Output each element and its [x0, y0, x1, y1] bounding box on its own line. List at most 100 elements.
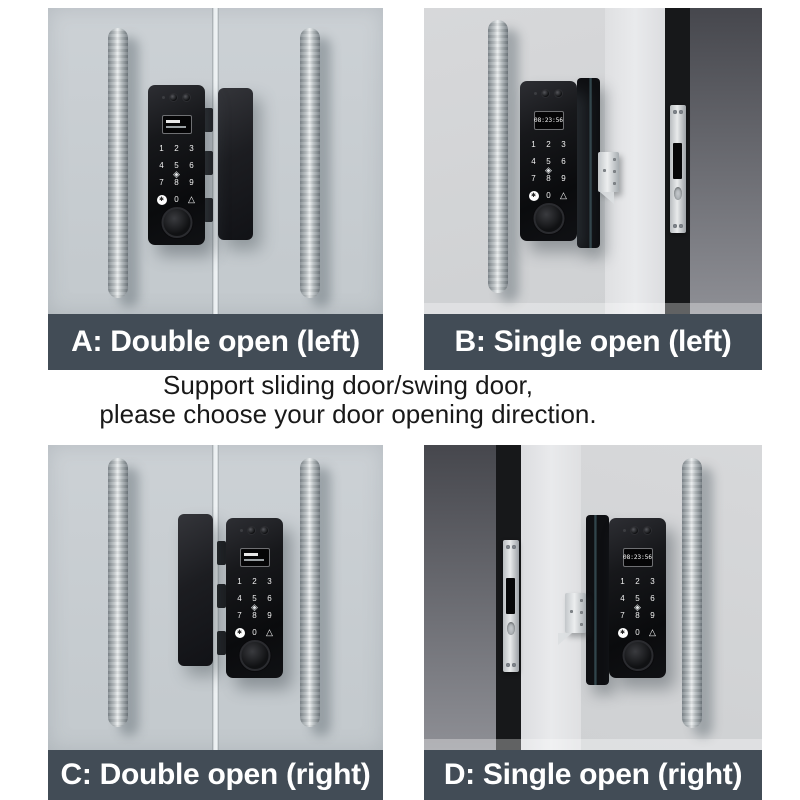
latch-cover	[218, 88, 253, 240]
door-handle	[682, 458, 702, 728]
strike-plate	[503, 540, 519, 672]
sensor-dot-icon	[162, 96, 165, 99]
key-star: ✱	[234, 627, 245, 638]
panel-option-b: 08:23:56 1 2 3 4 5 6 7 8 9 ✱ 0 △ ◈	[424, 8, 762, 370]
card-reader-icon: ◈	[173, 169, 180, 179]
key-8: 8	[546, 173, 551, 183]
key-2: 2	[252, 576, 257, 586]
lock-display: 08:23:56	[622, 548, 653, 567]
key-2: 2	[546, 139, 551, 149]
screw-icon	[580, 599, 583, 602]
key-4: 4	[237, 593, 242, 603]
door-handle-left	[108, 28, 128, 298]
photo-single-door: 08:23:56 1 2 3 4 5 6 7 8 9 ✱ 0 △ ◈	[424, 8, 762, 314]
panel-label: B: Single open (left)	[454, 325, 732, 358]
key-4: 4	[620, 593, 625, 603]
screw-icon	[506, 663, 510, 667]
wall	[690, 8, 762, 314]
door-handle	[488, 20, 508, 293]
glass-clamp	[204, 198, 213, 222]
screw-icon	[512, 545, 516, 549]
screw-icon	[512, 663, 516, 667]
screw-icon	[603, 169, 606, 172]
instruction-text: Support sliding door/swing door, please …	[0, 371, 696, 429]
lock-display: 08:23:56	[533, 111, 564, 130]
panel-option-c: 1 2 3 4 5 6 7 8 9 ✱ 0 △ ◈ C: Double open	[48, 445, 383, 800]
key-9: 9	[267, 610, 272, 620]
screw-icon	[613, 170, 616, 173]
key-3: 3	[189, 143, 194, 153]
camera-icon	[182, 93, 191, 102]
key-3: 3	[650, 576, 655, 586]
screw-icon	[679, 224, 683, 228]
camera-icon	[169, 93, 178, 102]
key-3: 3	[267, 576, 272, 586]
instruction-line-1: Support sliding door/swing door,	[162, 370, 533, 400]
glass-clamp	[217, 631, 226, 655]
wall	[424, 445, 496, 750]
key-8: 8	[174, 177, 179, 187]
key-4: 4	[531, 156, 536, 166]
strike-slot	[506, 578, 515, 614]
key-1: 1	[237, 576, 242, 586]
key-6: 6	[189, 160, 194, 170]
panel-option-a: 1 2 3 4 5 6 7 8 9 ✱ 0 △ ◈ A: Double open	[48, 8, 383, 370]
door-handle-right	[300, 28, 320, 298]
latch-bolt	[598, 152, 619, 192]
screw-icon	[679, 110, 683, 114]
lock-keypad: 1 2 3 4 5 6 7 8 9 ✱ 0 △	[232, 573, 277, 641]
latch-cover	[178, 514, 213, 666]
camera-module	[148, 93, 205, 102]
key-0: 0	[252, 627, 257, 637]
door-seam	[212, 8, 219, 314]
glass-clamp	[217, 541, 226, 565]
key-5: 5	[252, 593, 257, 603]
camera-module	[226, 526, 283, 535]
screw-icon	[570, 610, 573, 613]
key-8: 8	[635, 610, 640, 620]
label-bar-c: C: Double open (right)	[48, 750, 383, 800]
camera-icon	[630, 526, 639, 535]
door-handle-right	[300, 458, 320, 727]
screw-icon	[673, 110, 677, 114]
strike-slot	[673, 143, 682, 179]
key-6: 6	[650, 593, 655, 603]
key-star: ✱	[617, 627, 628, 638]
key-delete: △	[266, 627, 273, 637]
strike-recess	[674, 187, 682, 200]
key-6: 6	[561, 156, 566, 166]
key-7: 7	[531, 173, 536, 183]
key-7: 7	[620, 610, 625, 620]
key-0: 0	[174, 194, 179, 204]
screw-icon	[580, 623, 583, 626]
smart-lock: 1 2 3 4 5 6 7 8 9 ✱ 0 △ ◈	[148, 85, 205, 245]
key-delete: △	[188, 194, 195, 204]
photo-double-door: 1 2 3 4 5 6 7 8 9 ✱ 0 △ ◈	[48, 445, 383, 750]
lock-keypad: 1 2 3 4 5 6 7 8 9 ✱ 0 △	[526, 136, 571, 204]
instruction-line-2: please choose your door opening directio…	[99, 399, 597, 429]
key-9: 9	[189, 177, 194, 187]
lock-time: 08:23:56	[534, 117, 563, 124]
card-reader-icon: ◈	[545, 165, 552, 175]
screw-icon	[673, 224, 677, 228]
smart-lock: 08:23:56 1 2 3 4 5 6 7 8 9 ✱ 0 △ ◈	[520, 81, 577, 241]
key-5: 5	[174, 160, 179, 170]
floor	[424, 739, 762, 750]
key-6: 6	[267, 593, 272, 603]
strike-plate	[670, 105, 686, 233]
fingerprint-sensor-icon	[533, 203, 564, 234]
sensor-dot-icon	[240, 529, 243, 532]
latch-bolt	[565, 593, 586, 633]
camera-icon	[541, 89, 550, 98]
lock-keypad: 1 2 3 4 5 6 7 8 9 ✱ 0 △	[154, 140, 199, 208]
panel-label: C: Double open (right)	[60, 758, 371, 791]
key-8: 8	[252, 610, 257, 620]
photo-double-door: 1 2 3 4 5 6 7 8 9 ✱ 0 △ ◈	[48, 8, 383, 314]
lock-time: 08:23:56	[623, 554, 652, 561]
camera-icon	[643, 526, 652, 535]
glass-clamp	[204, 151, 213, 175]
key-0: 0	[546, 190, 551, 200]
camera-icon	[247, 526, 256, 535]
camera-icon	[554, 89, 563, 98]
